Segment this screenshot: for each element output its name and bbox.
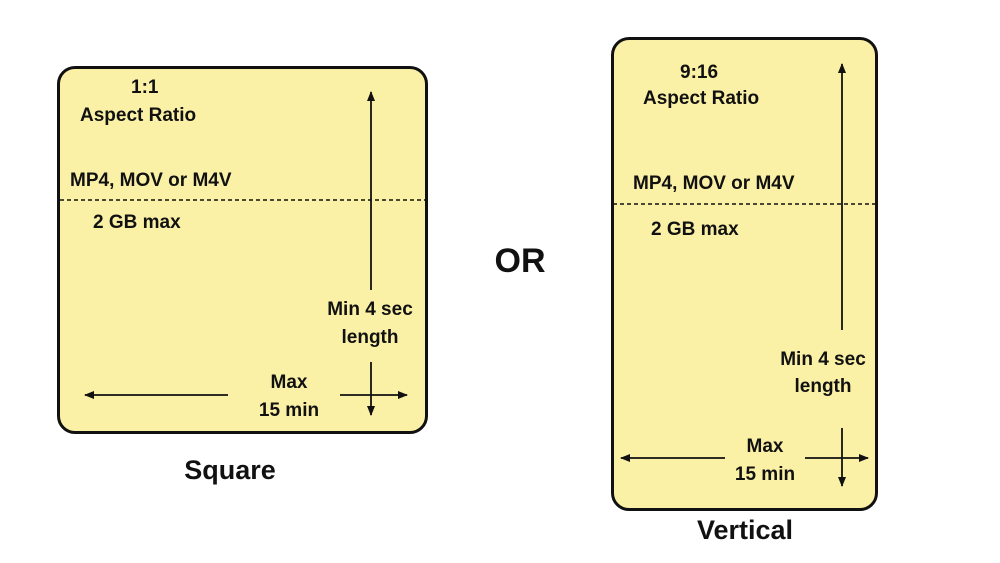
square-caption: Square — [184, 455, 276, 485]
vertical-size: 2 GB max — [651, 219, 739, 240]
square-card — [57, 66, 428, 434]
square-formats: MP4, MOV or M4V — [70, 170, 232, 191]
vertical-formats: MP4, MOV or M4V — [633, 173, 795, 194]
vertical-max-line1: Max — [746, 436, 784, 457]
vertical-card — [611, 37, 878, 511]
vertical-min-line1: Min 4 sec — [780, 349, 866, 370]
vertical-max-line2: 15 min — [734, 464, 796, 485]
square-ratio-label: Aspect Ratio — [80, 105, 197, 126]
square-ratio: 1:1 — [131, 77, 159, 98]
vertical-ratio-label: Aspect Ratio — [643, 88, 760, 109]
vertical-caption: Vertical — [696, 515, 794, 545]
vertical-min-line2: length — [794, 376, 852, 397]
square-size: 2 GB max — [93, 212, 181, 233]
square-max-line1: Max — [270, 372, 308, 393]
square-min-line1: Min 4 sec — [327, 299, 413, 320]
square-max-line2: 15 min — [258, 400, 320, 421]
or-separator: OR — [494, 242, 546, 280]
vertical-ratio: 9:16 — [680, 62, 719, 83]
square-min-line2: length — [341, 327, 399, 348]
